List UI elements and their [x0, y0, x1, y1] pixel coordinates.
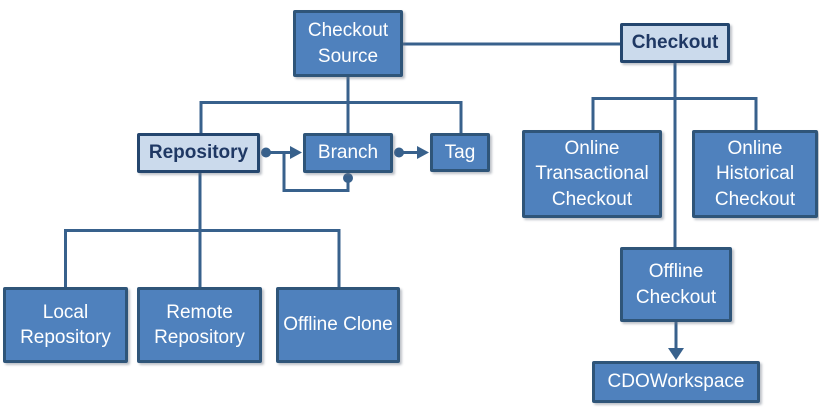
node-branch: Branch: [303, 133, 393, 173]
node-cdo-workspace: CDOWorkspace: [592, 361, 760, 403]
node-online-transactional-checkout: Online Transactional Checkout: [522, 130, 662, 218]
edge-arrowhead-offline-checkout-cdo-workspace: [668, 348, 684, 360]
edge-arrowhead-repository-branch: [290, 146, 302, 159]
node-remote-repository: Remote Repository: [137, 287, 262, 363]
node-offline-checkout: Offline Checkout: [620, 247, 732, 322]
node-online-historical-checkout: Online Historical Checkout: [692, 130, 818, 218]
edge-checkout-online-bus: [591, 97, 758, 130]
node-offline-clone: Offline Clone: [276, 287, 400, 363]
edge-checkout-source-repository-tag-bus: [199, 101, 463, 133]
edge-arrowhead-branch-tag: [417, 146, 429, 159]
node-local-repository: Local Repository: [3, 287, 128, 363]
edge-repository-children-bus: [64, 229, 341, 287]
edge-dot-branch-self: [343, 173, 353, 183]
node-checkout: Checkout: [620, 23, 730, 63]
node-checkout-source: Checkout Source: [293, 10, 403, 77]
node-tag: Tag: [430, 133, 490, 172]
node-repository: Repository: [137, 133, 260, 173]
